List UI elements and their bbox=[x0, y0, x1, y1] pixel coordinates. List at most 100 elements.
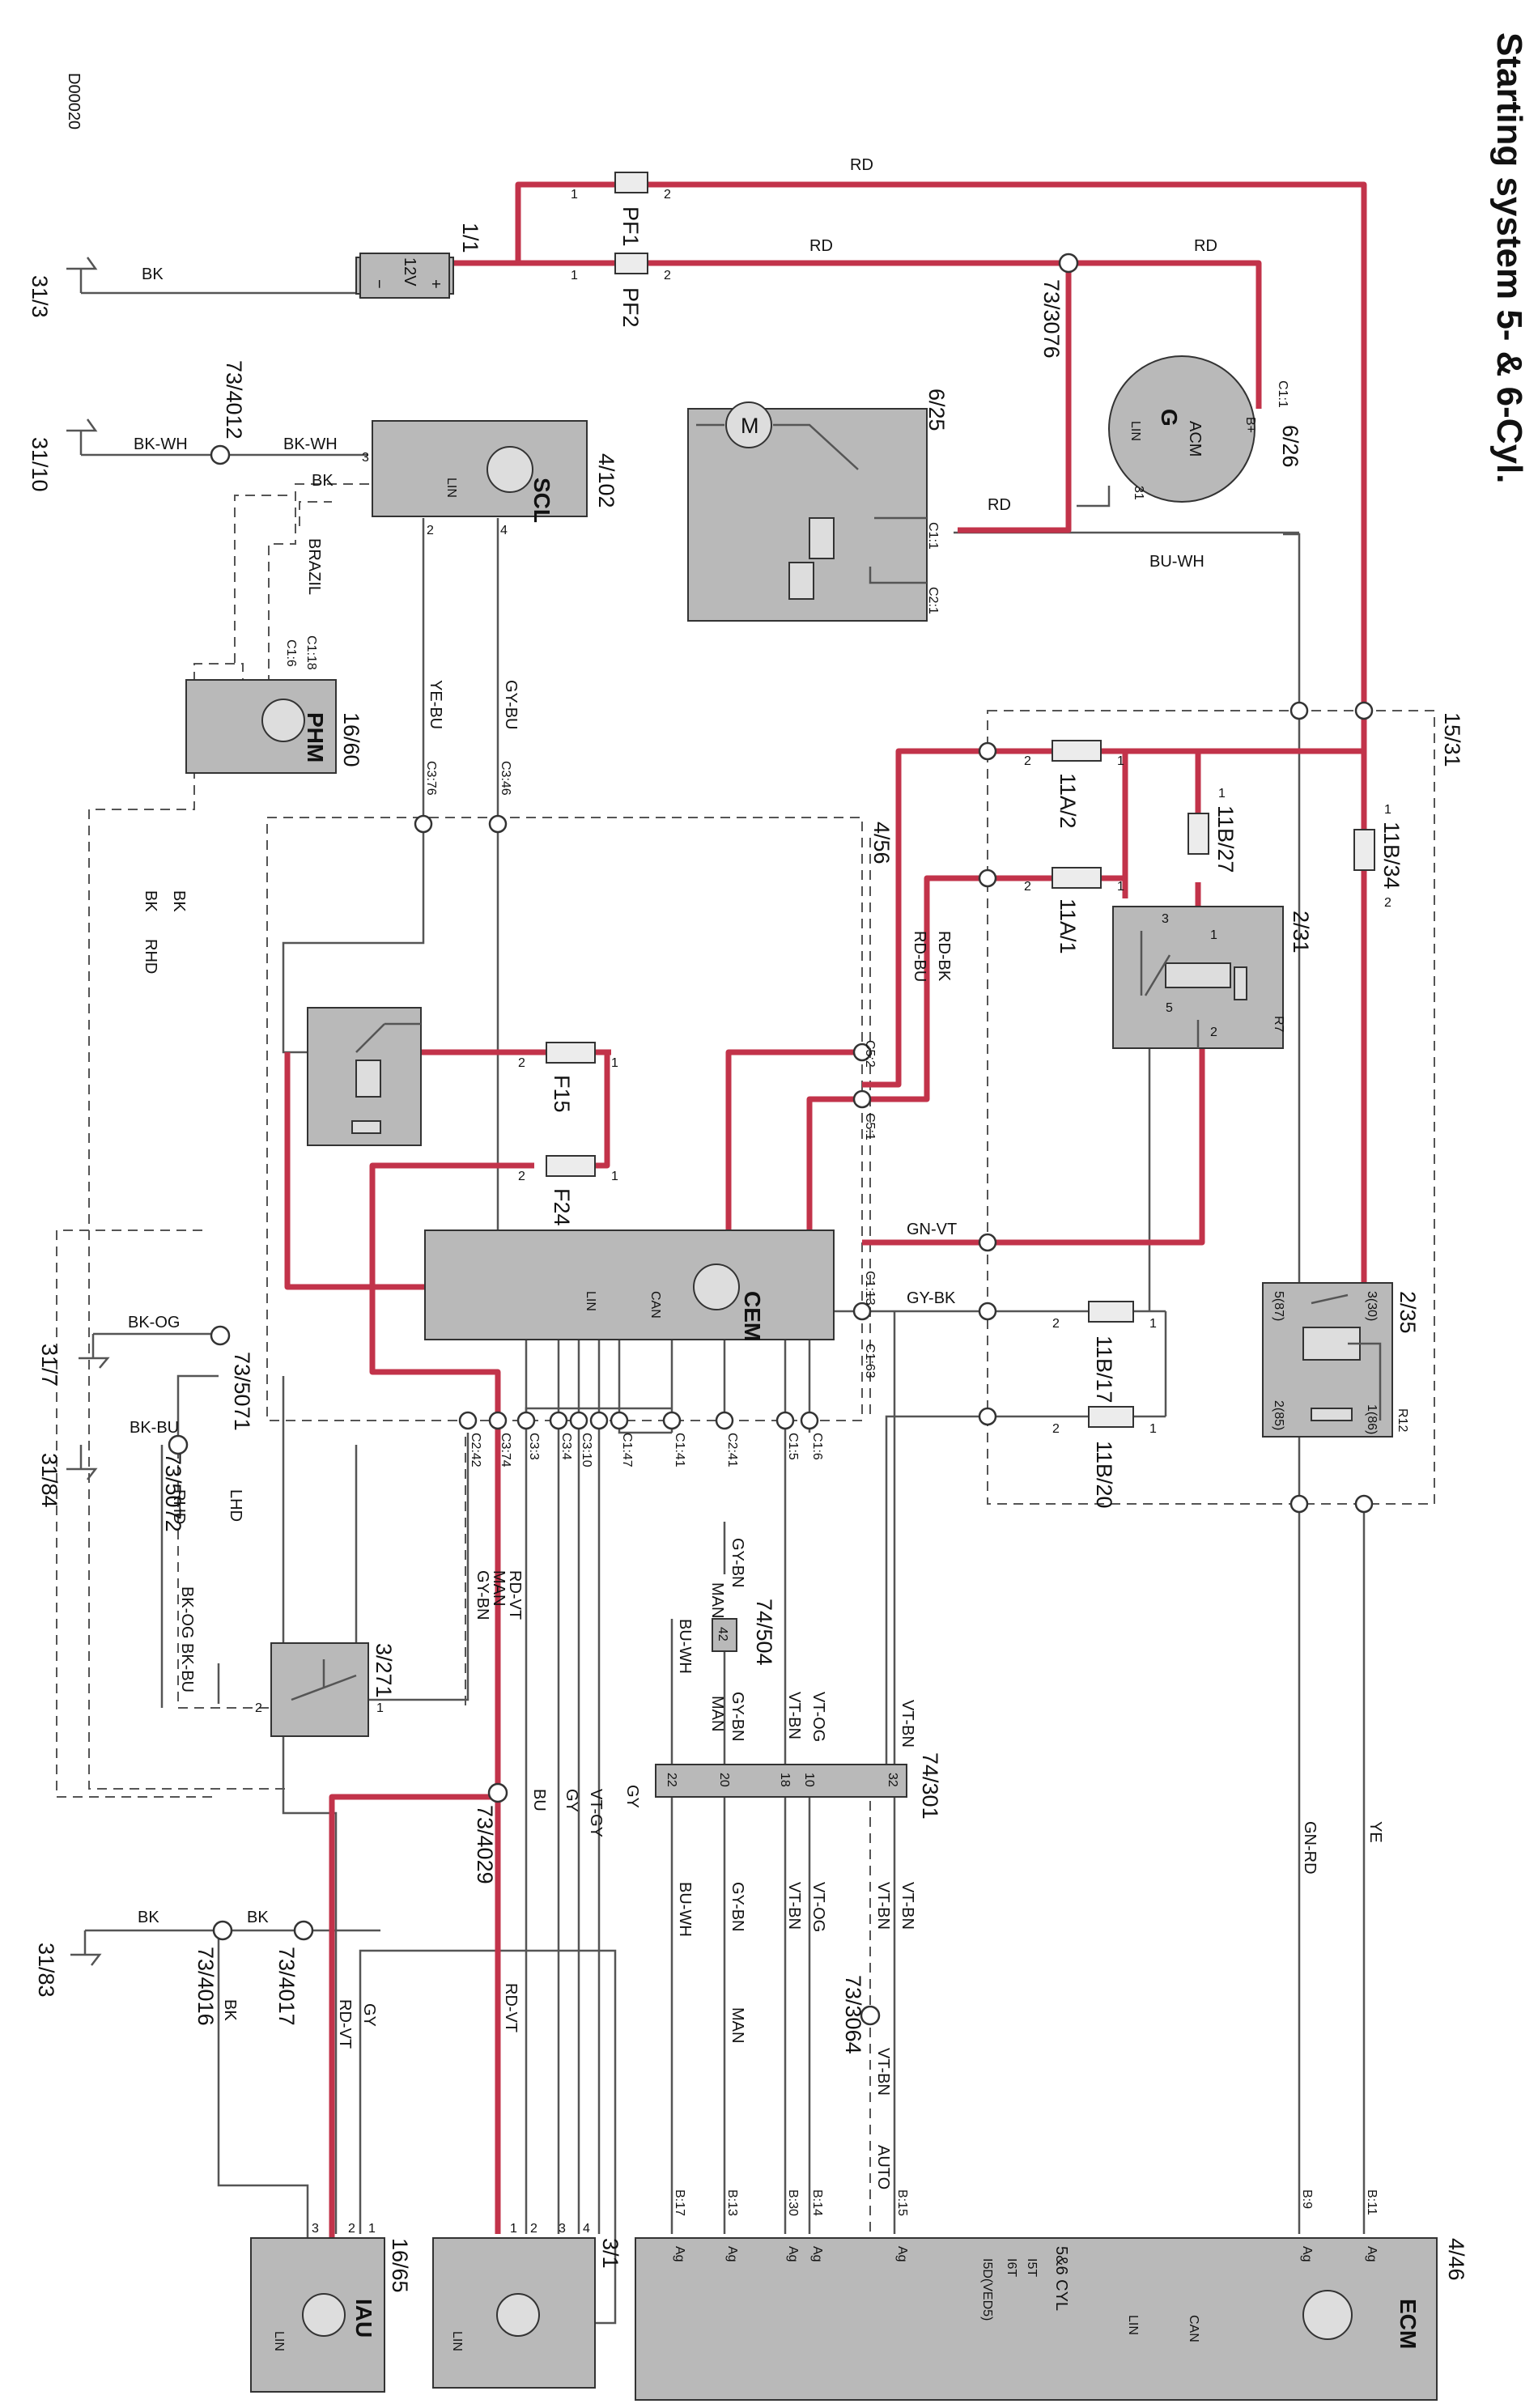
svg-text:GY: GY bbox=[563, 1789, 580, 1812]
svg-text:31/84: 31/84 bbox=[37, 1453, 62, 1508]
svg-text:SCL: SCL bbox=[529, 478, 554, 523]
svg-text:11B/34: 11B/34 bbox=[1379, 822, 1404, 890]
svg-text:16/65: 16/65 bbox=[388, 2238, 412, 2293]
svg-text:73/4016: 73/4016 bbox=[193, 1947, 218, 2026]
connector-74-504: 42 74/504 bbox=[712, 1599, 776, 1666]
svg-text:C1:1: C1:1 bbox=[1276, 380, 1289, 408]
svg-text:BK: BK bbox=[312, 472, 334, 490]
svg-text:74/301: 74/301 bbox=[918, 1752, 942, 1820]
svg-text:C1:13: C1:13 bbox=[863, 1271, 877, 1306]
svg-text:LIN: LIN bbox=[444, 478, 458, 498]
svg-text:73/3076: 73/3076 bbox=[1039, 279, 1064, 359]
svg-text:1: 1 bbox=[510, 2222, 517, 2236]
svg-text:11B/17: 11B/17 bbox=[1092, 1336, 1116, 1404]
diagram-title: Starting system 5- & 6-Cyl. bbox=[1489, 32, 1529, 484]
svg-text:C1:6: C1:6 bbox=[810, 1433, 824, 1460]
svg-text:RD-VT: RD-VT bbox=[336, 1999, 354, 2049]
svg-text:32: 32 bbox=[886, 1773, 899, 1787]
svg-text:VT-BN: VT-BN bbox=[899, 1882, 916, 1930]
svg-text:I6T: I6T bbox=[1005, 2258, 1018, 2277]
svg-text:22: 22 bbox=[665, 1773, 678, 1787]
svg-text:RD: RD bbox=[809, 237, 833, 255]
svg-text:3: 3 bbox=[362, 451, 369, 465]
svg-text:LIN: LIN bbox=[1126, 2315, 1140, 2335]
fuse-11b34: 1 2 11B/34 bbox=[1353, 803, 1404, 910]
svg-text:31/3: 31/3 bbox=[28, 275, 52, 318]
ecm-module: ECM CAN LIN 5&6 CYL I5T I6T I5D(VED5) 4/… bbox=[635, 2237, 1468, 2401]
svg-text:31: 31 bbox=[1132, 486, 1145, 500]
svg-text:2/35: 2/35 bbox=[1396, 1291, 1420, 1334]
svg-text:2: 2 bbox=[1052, 1317, 1060, 1331]
svg-text:I5D(VED5): I5D(VED5) bbox=[980, 2258, 994, 2321]
svg-text:2: 2 bbox=[1052, 1422, 1060, 1436]
svg-text:VT-BN: VT-BN bbox=[785, 1882, 803, 1930]
svg-text:LIN: LIN bbox=[584, 1291, 597, 1311]
svg-text:YE-BU: YE-BU bbox=[427, 680, 444, 729]
svg-text:RD: RD bbox=[850, 156, 873, 174]
svg-text:11A/1: 11A/1 bbox=[1056, 898, 1080, 954]
relay-2-31: 2/31 R7 35 12 bbox=[1112, 906, 1313, 1049]
svg-text:RD: RD bbox=[988, 496, 1011, 514]
svg-text:42: 42 bbox=[716, 1627, 729, 1641]
svg-text:5: 5 bbox=[1166, 1001, 1173, 1015]
svg-text:GN-VT: GN-VT bbox=[907, 1221, 957, 1238]
svg-text:1: 1 bbox=[571, 188, 578, 202]
svg-text:Ag: Ag bbox=[810, 2246, 824, 2262]
svg-text:LIN: LIN bbox=[272, 2331, 286, 2351]
fusebox-id: 15/31 bbox=[1440, 712, 1464, 767]
svg-text:BK-WH: BK-WH bbox=[283, 435, 338, 453]
svg-text:R7: R7 bbox=[1272, 1016, 1285, 1033]
svg-text:C1:47: C1:47 bbox=[620, 1433, 634, 1467]
svg-text:73/4012: 73/4012 bbox=[222, 360, 246, 440]
svg-text:B:13: B:13 bbox=[725, 2189, 739, 2216]
svg-text:MAN: MAN bbox=[708, 1582, 726, 1618]
svg-text:C1:18: C1:18 bbox=[304, 635, 318, 670]
svg-text:1: 1 bbox=[1117, 754, 1124, 768]
svg-text:BK: BK bbox=[138, 1909, 159, 1926]
svg-text:1: 1 bbox=[1384, 803, 1391, 817]
svg-text:Ag: Ag bbox=[1365, 2246, 1379, 2262]
dashed-wire-network bbox=[56, 455, 871, 2234]
svg-text:GY-BN: GY-BN bbox=[474, 1570, 491, 1620]
svg-text:MAN: MAN bbox=[729, 2007, 746, 2043]
svg-text:3: 3 bbox=[559, 2222, 566, 2236]
svg-text:31/7: 31/7 bbox=[37, 1344, 62, 1387]
svg-text:LIN: LIN bbox=[1128, 421, 1142, 441]
svg-text:C1:1: C1:1 bbox=[926, 522, 940, 550]
svg-text:3/271: 3/271 bbox=[372, 1643, 396, 1698]
svg-text:GY-BN: GY-BN bbox=[729, 1692, 746, 1742]
svg-text:IAU: IAU bbox=[351, 2299, 376, 2338]
svg-text:1: 1 bbox=[376, 1701, 384, 1715]
svg-text:16/60: 16/60 bbox=[339, 712, 363, 767]
svg-text:C1:6: C1:6 bbox=[284, 639, 298, 667]
svg-text:RHD: RHD bbox=[142, 939, 159, 974]
svg-text:73/5071: 73/5071 bbox=[230, 1352, 254, 1431]
svg-text:C2:41: C2:41 bbox=[725, 1433, 739, 1467]
splice-labels: 73/3076 73/4012 73/5071 73/5072 73/4029 … bbox=[161, 279, 1064, 2054]
svg-text:VT-BN: VT-BN bbox=[899, 1700, 916, 1748]
svg-text:YE: YE bbox=[1366, 1821, 1384, 1843]
svg-text:2: 2 bbox=[1384, 896, 1391, 910]
svg-text:73/5072: 73/5072 bbox=[161, 1453, 185, 1532]
svg-text:C2:42: C2:42 bbox=[469, 1433, 482, 1467]
svg-text:G: G bbox=[1157, 409, 1182, 427]
svg-text:2: 2 bbox=[1024, 754, 1031, 768]
svg-text:C3:10: C3:10 bbox=[580, 1433, 593, 1467]
svg-text:LHD: LHD bbox=[227, 1489, 244, 1522]
svg-text:GN-RD: GN-RD bbox=[1301, 1821, 1319, 1875]
ecm-pin-labels: B:11 B:9 B:15 B:14 B:30 B:13 B:17 Ag Ag … bbox=[673, 2189, 1379, 2262]
svg-text:1: 1 bbox=[611, 1056, 618, 1070]
svg-text:73/4029: 73/4029 bbox=[473, 1805, 497, 1884]
svg-text:1/1: 1/1 bbox=[458, 223, 482, 253]
svg-text:2: 2 bbox=[664, 269, 671, 282]
svg-text:RD-VT: RD-VT bbox=[502, 1983, 520, 2032]
svg-text:F24: F24 bbox=[550, 1188, 574, 1226]
svg-text:F15: F15 bbox=[550, 1075, 574, 1113]
svg-text:74/504: 74/504 bbox=[752, 1599, 776, 1666]
svg-text:C1:5: C1:5 bbox=[786, 1433, 800, 1460]
svg-text:VT-BN: VT-BN bbox=[785, 1692, 803, 1739]
